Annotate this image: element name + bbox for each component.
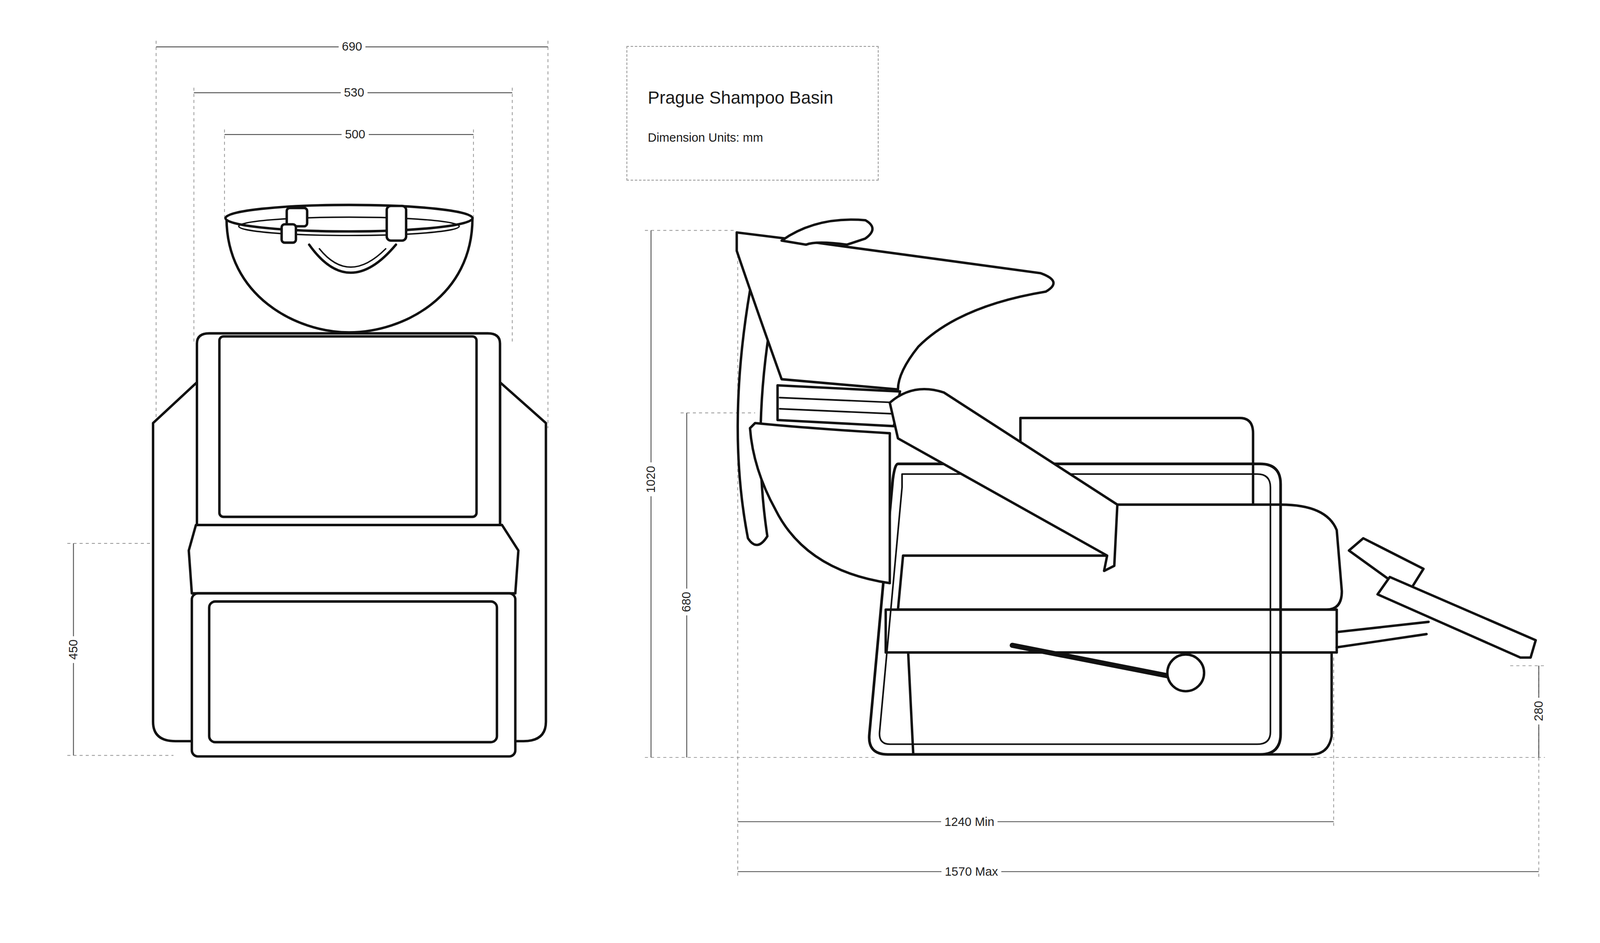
extension-lines	[67, 40, 1545, 880]
units-note: Dimension Units: mm	[647, 130, 764, 145]
product-title: Prague Shampoo Basin	[647, 87, 834, 108]
dimension-label: 280	[1532, 697, 1546, 725]
dimension-label: 530	[340, 86, 368, 100]
dimension-label: 450	[66, 636, 81, 664]
title-box: Prague Shampoo BasinDimension Units: mm	[626, 46, 879, 181]
dimension-label: 1020	[644, 462, 658, 497]
dimension-label: 680	[679, 588, 694, 616]
side-view	[736, 219, 1537, 755]
front-view	[153, 204, 546, 757]
dimension-label: 1240 Min	[940, 815, 998, 830]
dimension-label: 690	[338, 40, 366, 54]
dimension-label: 1570 Max	[941, 865, 1002, 880]
dimension-label: 500	[341, 127, 369, 142]
